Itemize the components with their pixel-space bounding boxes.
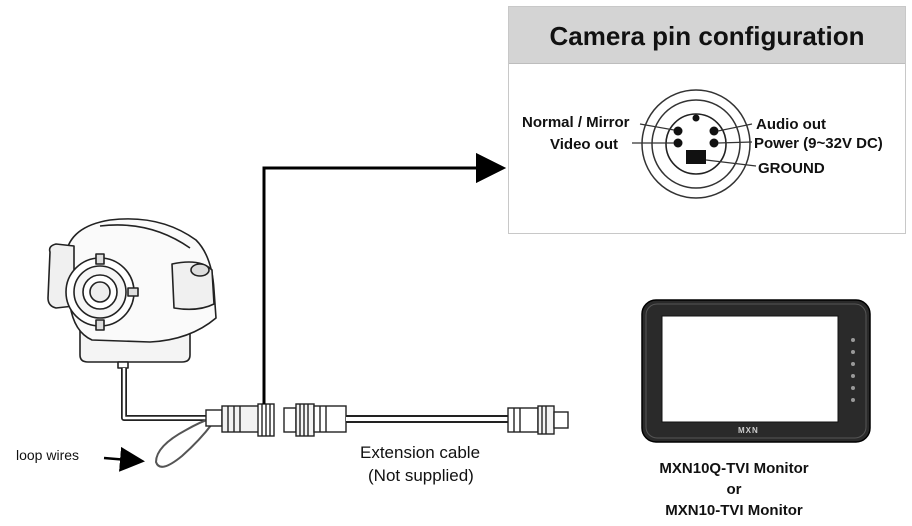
label-ground: GROUND [758,160,825,177]
label-video-out: Video out [550,136,619,153]
loop-wire-shape [154,417,213,468]
camera-connector [205,403,275,437]
label-audio-out: Audio out [756,116,826,133]
monitor-caption-line3: MXN10-TVI Monitor [665,502,803,519]
label-loop-wires: loop wires [16,447,80,463]
callout-arrow [262,153,506,404]
camera-illustration [47,218,217,369]
monitor-caption-line2: or [726,481,742,498]
monitor-brand-logo: MXN [738,426,759,435]
monitor-caption-line1: MXN10Q-TVI Monitor [659,460,809,477]
extension-connector-right [507,405,569,435]
label-power: Power (9~32V DC) [754,135,883,152]
pin-panel-title: Camera pin configuration [549,21,865,51]
camera-cable [121,368,212,421]
loop-wires-arrow [103,446,145,472]
label-normal-mirror: Normal / Mirror [522,114,630,131]
pin-panel-header: Camera pin configuration [509,7,905,64]
label-not-supplied: (Not supplied) [368,466,474,485]
extension-connector-left [283,403,347,437]
label-extension-cable: Extension cable [360,443,481,462]
monitor-screen [661,315,839,423]
monitor-illustration [641,299,871,443]
